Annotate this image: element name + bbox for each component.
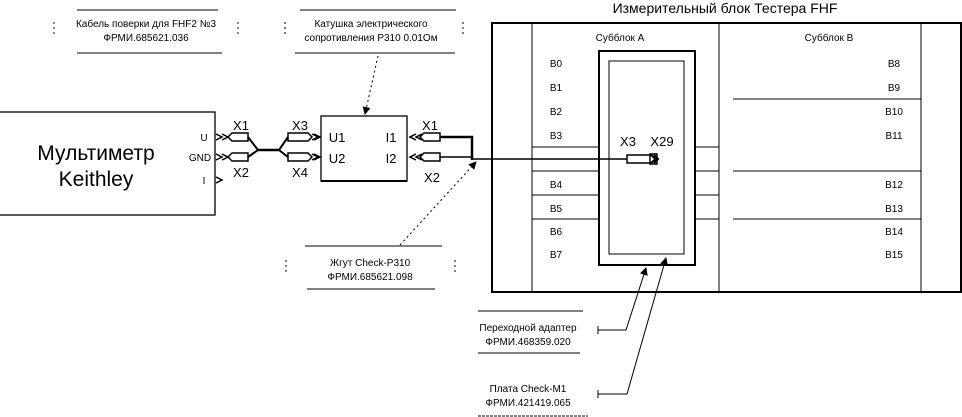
callout-cable-name: Кабель поверки для FHF2 №3 [76,18,216,30]
connector-x3-label: X3 [292,118,308,133]
multimeter-name: Мультиметр [37,142,154,165]
cable [215,132,322,184]
coil-x2-label: X2 [424,170,440,185]
connector-x2-label: X2 [233,165,249,180]
coil-block: U1 U2 I1 I2 [320,115,408,182]
callout-harness-name: Жгут Check-P310 [330,258,411,269]
coil-pin-i1: I1 [386,130,397,145]
slot-b10: B10 [885,107,903,118]
callout-board-code: ФРМИ.421419.065 [485,398,571,409]
slot-b8: B8 [888,59,901,70]
tester-title: Измерительный блок Тестера FHF [613,0,838,16]
slot-b14: B14 [885,227,903,238]
coil-pin-i2: I2 [386,151,397,166]
slots-b: B8 B9 B10 B11 B12 B13 B14 B15 [885,59,903,261]
callout-adapter-name: Переходной адаптер [479,323,577,334]
slot-b7: B7 [550,250,563,261]
slots-a: B0 B1 B2 B3 B4 B5 B6 B7 [550,59,563,261]
coil-pin-u1: U1 [329,130,346,145]
pin-u: U [200,133,207,144]
callout-board-name: Плата Check-M1 [490,384,567,395]
slot-b11: B11 [885,131,902,142]
slot-b12: B12 [885,180,903,191]
connector-x1-label: X1 [233,118,249,133]
connector-x4-label: X4 [292,165,308,180]
callout-coil-spec: сопротивления Р310 0.01Ом [304,33,437,44]
coil-x1-label: X1 [422,118,438,133]
pin-i: I [203,176,206,187]
coil-pin-u2: U2 [329,151,346,166]
callout-coil-name: Катушка электрического [314,19,428,30]
callout-frames [53,9,666,417]
slot-b9: B9 [888,83,901,94]
callout-harness-code: ФРМИ.685621.098 [327,272,413,283]
harness [408,132,660,165]
multimeter-model: Keithley [59,168,134,191]
slot-b2: B2 [550,107,563,118]
subblock-b-label: Субблок B [805,32,854,44]
board-x29-label: X29 [650,134,673,149]
multimeter-block: Мультиметр Keithley U GND I [0,111,216,216]
slot-b13: B13 [885,204,903,215]
callout-adapter-code: ФРМИ.468359.020 [485,337,571,348]
callout-cable-code: ФРМИ.685621.036 [103,33,189,44]
slot-b3: B3 [550,131,563,142]
board-x3-label: X3 [620,134,636,149]
slot-b4: B4 [550,180,563,191]
slot-b0: B0 [550,59,563,70]
slot-b1: B1 [550,83,563,94]
slot-b6: B6 [550,227,563,238]
slot-b15: B15 [885,250,903,261]
slot-b5: B5 [550,204,563,215]
subblock-a-label: Субблок A [596,32,645,44]
pin-gnd: GND [189,153,211,164]
